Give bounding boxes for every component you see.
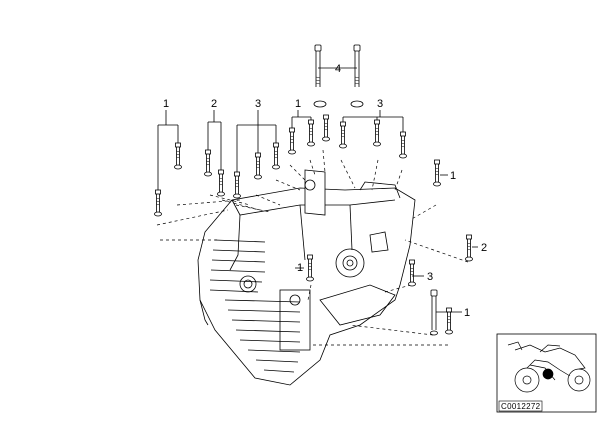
bolts: [154, 44, 473, 336]
bolt-icon: [254, 152, 262, 180]
leader-lines: [156, 149, 469, 346]
long-bolt-icon: [353, 44, 361, 88]
long-bolt-icon: [430, 289, 438, 336]
bolt-icon: [465, 234, 473, 262]
bolt-icon: [233, 171, 241, 199]
callout-label: 1: [450, 170, 456, 182]
bolt-icon: [174, 142, 182, 170]
bolt-icon: [307, 119, 315, 147]
bolt-icon: [217, 169, 225, 197]
callout-label: 1: [295, 98, 301, 110]
bolt-icon: [272, 142, 280, 170]
callout-label: 3: [377, 98, 383, 110]
bolt-icon: [433, 159, 441, 187]
callout-label: 1: [163, 98, 169, 110]
bolt-icon: [288, 127, 296, 155]
callout-labels: 1 2 3 1 4 3 1 2 1 3 1: [163, 63, 487, 319]
long-bolt-icon: [314, 44, 322, 88]
reference-code: C0012272: [501, 402, 541, 411]
bolt-icon: [154, 189, 162, 217]
bolt-icon: [373, 119, 381, 147]
callout-brackets: [157, 67, 478, 313]
washer-icon: [313, 100, 364, 108]
bolt-icon: [399, 131, 407, 159]
bolt-icon: [339, 121, 347, 149]
bolt-icon: [204, 149, 212, 177]
bolt-icon: [408, 259, 416, 287]
callout-label: 2: [481, 242, 487, 254]
engine-block: [197, 169, 416, 386]
bolt-icon: [322, 114, 330, 142]
callout-label: 3: [255, 98, 261, 110]
callout-label: 4: [335, 63, 341, 75]
reference-code-box: [498, 400, 543, 412]
callout-label: 2: [211, 98, 217, 110]
motorcycle-icon: [507, 341, 591, 393]
callout-label: 3: [427, 271, 433, 283]
callout-label: 1: [297, 262, 303, 274]
thumbnail-box: C0012272: [496, 333, 597, 413]
callout-label: 1: [464, 307, 470, 319]
